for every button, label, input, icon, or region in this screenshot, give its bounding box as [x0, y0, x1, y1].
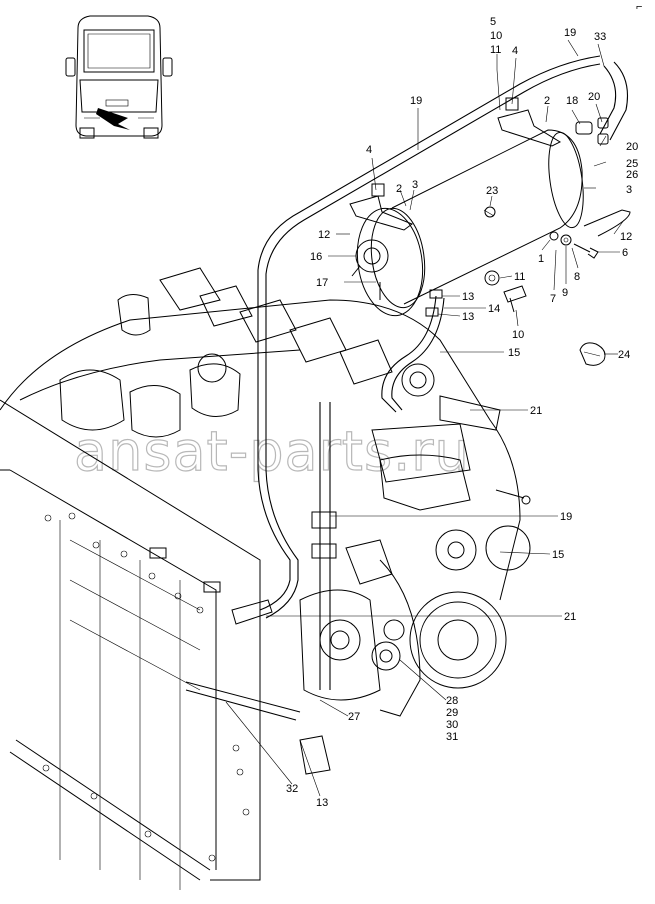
callout-8: 8	[574, 271, 580, 283]
callout-4: 4	[512, 45, 518, 57]
callout-20: 20	[626, 141, 638, 153]
callout-21: 21	[564, 611, 576, 623]
callout-23: 23	[486, 185, 498, 197]
callout-13: 13	[316, 797, 328, 809]
callout-14: 14	[488, 303, 500, 315]
mount-brackets	[349, 97, 631, 237]
callout-2: 2	[396, 183, 402, 195]
callout-18: 18	[566, 95, 578, 107]
callout-12: 12	[318, 229, 330, 241]
compressor-pulleys	[299, 525, 531, 717]
callout-31: 31	[446, 731, 458, 743]
hose-clip-24	[579, 342, 606, 366]
callout-26: 26	[626, 169, 638, 181]
receiver-drier-cylinder	[351, 129, 584, 317]
callout-17: 17	[316, 277, 328, 289]
callout-25: 25	[626, 158, 638, 170]
callout-11: 11	[490, 44, 501, 56]
callout-3: 3	[626, 184, 632, 196]
callout-29: 29	[446, 707, 458, 719]
callout-10: 10	[512, 329, 524, 341]
callout-13: 13	[462, 291, 474, 303]
callout-24: 24	[618, 349, 630, 361]
callout-11: 11	[514, 271, 525, 283]
leader-lines	[225, 39, 625, 797]
bolts-washers	[484, 231, 599, 313]
callout-13: 13	[462, 311, 474, 323]
callout-30: 30	[446, 719, 458, 731]
watermark-text: ansat-parts.ru	[74, 420, 470, 483]
bus-front-icon	[65, 15, 173, 139]
engine-block	[0, 267, 531, 601]
callout-3: 3	[412, 179, 418, 191]
callout-32: 32	[286, 783, 298, 795]
callout-2: 2	[544, 95, 550, 107]
callout-15: 15	[552, 549, 564, 561]
callout-6: 6	[622, 247, 628, 259]
callout-5: 5	[490, 16, 496, 28]
callout-28: 28	[446, 695, 458, 707]
hose-19	[257, 55, 629, 619]
callout-20: 20	[588, 91, 600, 103]
callout-15: 15	[508, 347, 520, 359]
callout-16: 16	[310, 251, 322, 263]
callout-19: 19	[410, 95, 422, 107]
callout-7: 7	[550, 293, 556, 305]
callout-4: 4	[366, 144, 372, 156]
callout-10: 10	[490, 30, 502, 42]
corner-mark: ⌐	[636, 1, 642, 13]
callout-21: 21	[530, 405, 542, 417]
callout-27: 27	[348, 711, 360, 723]
callout-labels: 5 10 11 4 19 33 2 18 20 20 25 26 3 19 4 …	[286, 16, 638, 809]
hose-15	[311, 289, 445, 690]
radiator	[0, 399, 331, 890]
callout-33: 33	[594, 31, 606, 43]
callout-19: 19	[564, 27, 576, 39]
callout-9: 9	[562, 287, 568, 299]
callout-1: 1	[538, 253, 544, 265]
callout-19: 19	[560, 511, 572, 523]
callout-12: 12	[620, 231, 632, 243]
